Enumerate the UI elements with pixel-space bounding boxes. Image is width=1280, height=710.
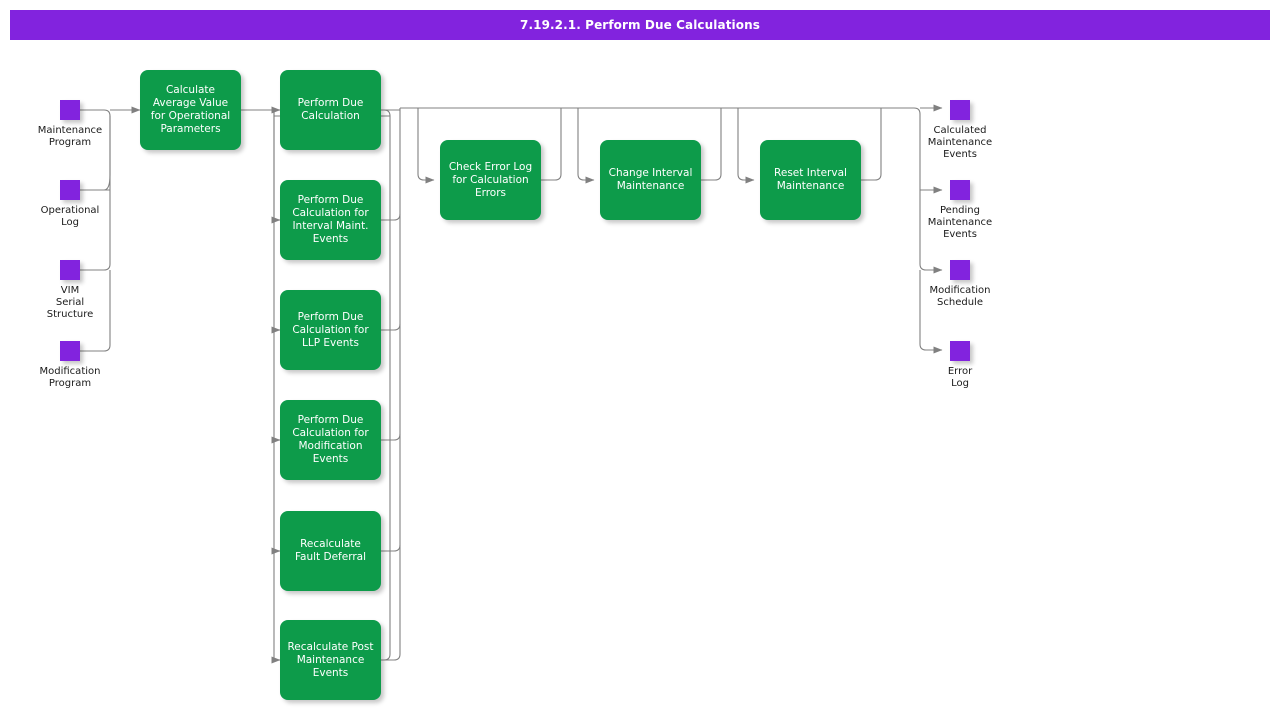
process-due-calculation-interval-maintenance[interactable]: Perform Due Calculation for Interval Mai… [280, 180, 381, 260]
output-node-calculated-maintenance-events[interactable]: Calculated Maintenance Events [915, 100, 1005, 161]
process-reset-interval-maintenance[interactable]: Reset Interval Maintenance [760, 140, 861, 220]
wire-to-change-interval [577, 108, 595, 184]
input-label: Modification Program [39, 366, 101, 389]
process-label: Perform Due Calculation [297, 97, 364, 122]
wire-modification-out [381, 324, 401, 441]
output-label: Calculated Maintenance Events [927, 125, 993, 160]
input-node-modification-program[interactable]: Modification Program [25, 341, 115, 390]
process-label: Change Interval Maintenance [608, 167, 693, 192]
data-chip-icon [60, 100, 80, 120]
output-label: Error Log [947, 366, 973, 389]
wire-post-maint-out [381, 545, 401, 661]
output-node-error-log[interactable]: Error Log [915, 341, 1005, 390]
process-label: Perform Due Calculation for Modification… [292, 414, 369, 465]
wire-top-rail [400, 107, 921, 115]
input-label: Maintenance Program [37, 125, 103, 148]
process-label: Check Error Log for Calculation Errors [448, 160, 533, 199]
data-chip-icon [950, 180, 970, 200]
data-chip-icon [950, 100, 970, 120]
process-label: Perform Due Calculation for LLP Events [292, 310, 369, 349]
process-label: Calculate Average Value for Operational … [150, 84, 231, 135]
data-chip-icon [60, 180, 80, 200]
page-title: 7.19.2.1. Perform Due Calculations [10, 10, 1270, 40]
process-recalculate-post-maintenance-events[interactable]: Recalculate Post Maintenance Events [280, 620, 381, 700]
data-chip-icon [950, 341, 970, 361]
process-label: Recalculate Fault Deferral [294, 538, 367, 563]
process-recalculate-fault-deferral[interactable]: Recalculate Fault Deferral [280, 511, 381, 591]
output-node-modification-schedule[interactable]: Modification Schedule [915, 260, 1005, 309]
process-due-calculation-modification-events[interactable]: Perform Due Calculation for Modification… [280, 400, 381, 480]
process-label: Reset Interval Maintenance [774, 167, 847, 192]
wire-llp-out [381, 214, 401, 331]
data-chip-icon [950, 260, 970, 280]
output-node-pending-maintenance-events[interactable]: Pending Maintenance Events [915, 180, 1005, 241]
data-chip-icon [60, 341, 80, 361]
process-change-interval-maintenance[interactable]: Change Interval Maintenance [600, 140, 701, 220]
wire-interval-out [381, 108, 401, 221]
process-calculate-average-value[interactable]: Calculate Average Value for Operational … [140, 70, 241, 150]
input-node-operational-log[interactable]: Operational Log [25, 180, 115, 229]
output-label: Pending Maintenance Events [927, 205, 993, 240]
wire-reset-interval-out [861, 108, 882, 181]
process-label: Perform Due Calculation for Interval Mai… [292, 194, 369, 245]
process-due-calculation-llp-events[interactable]: Perform Due Calculation for LLP Events [280, 290, 381, 370]
wire-to-reset-interval [737, 108, 755, 184]
input-label: VIM Serial Structure [46, 285, 94, 320]
process-perform-due-calculation[interactable]: Perform Due Calculation [280, 70, 381, 150]
input-node-maintenance-program[interactable]: Maintenance Program [25, 100, 115, 149]
output-label: Modification Schedule [929, 285, 991, 308]
wire-to-check-error-log [417, 108, 435, 184]
input-node-vim-serial-structure[interactable]: VIM Serial Structure [25, 260, 115, 321]
input-label: Operational Log [40, 205, 100, 228]
process-check-error-log[interactable]: Check Error Log for Calculation Errors [440, 140, 541, 220]
wire-check-error-log-out [541, 108, 562, 181]
wire-change-interval-out [701, 108, 722, 181]
wire-fault-deferral-out [381, 434, 401, 552]
process-label: Recalculate Post Maintenance Events [287, 640, 374, 679]
data-chip-icon [60, 260, 80, 280]
